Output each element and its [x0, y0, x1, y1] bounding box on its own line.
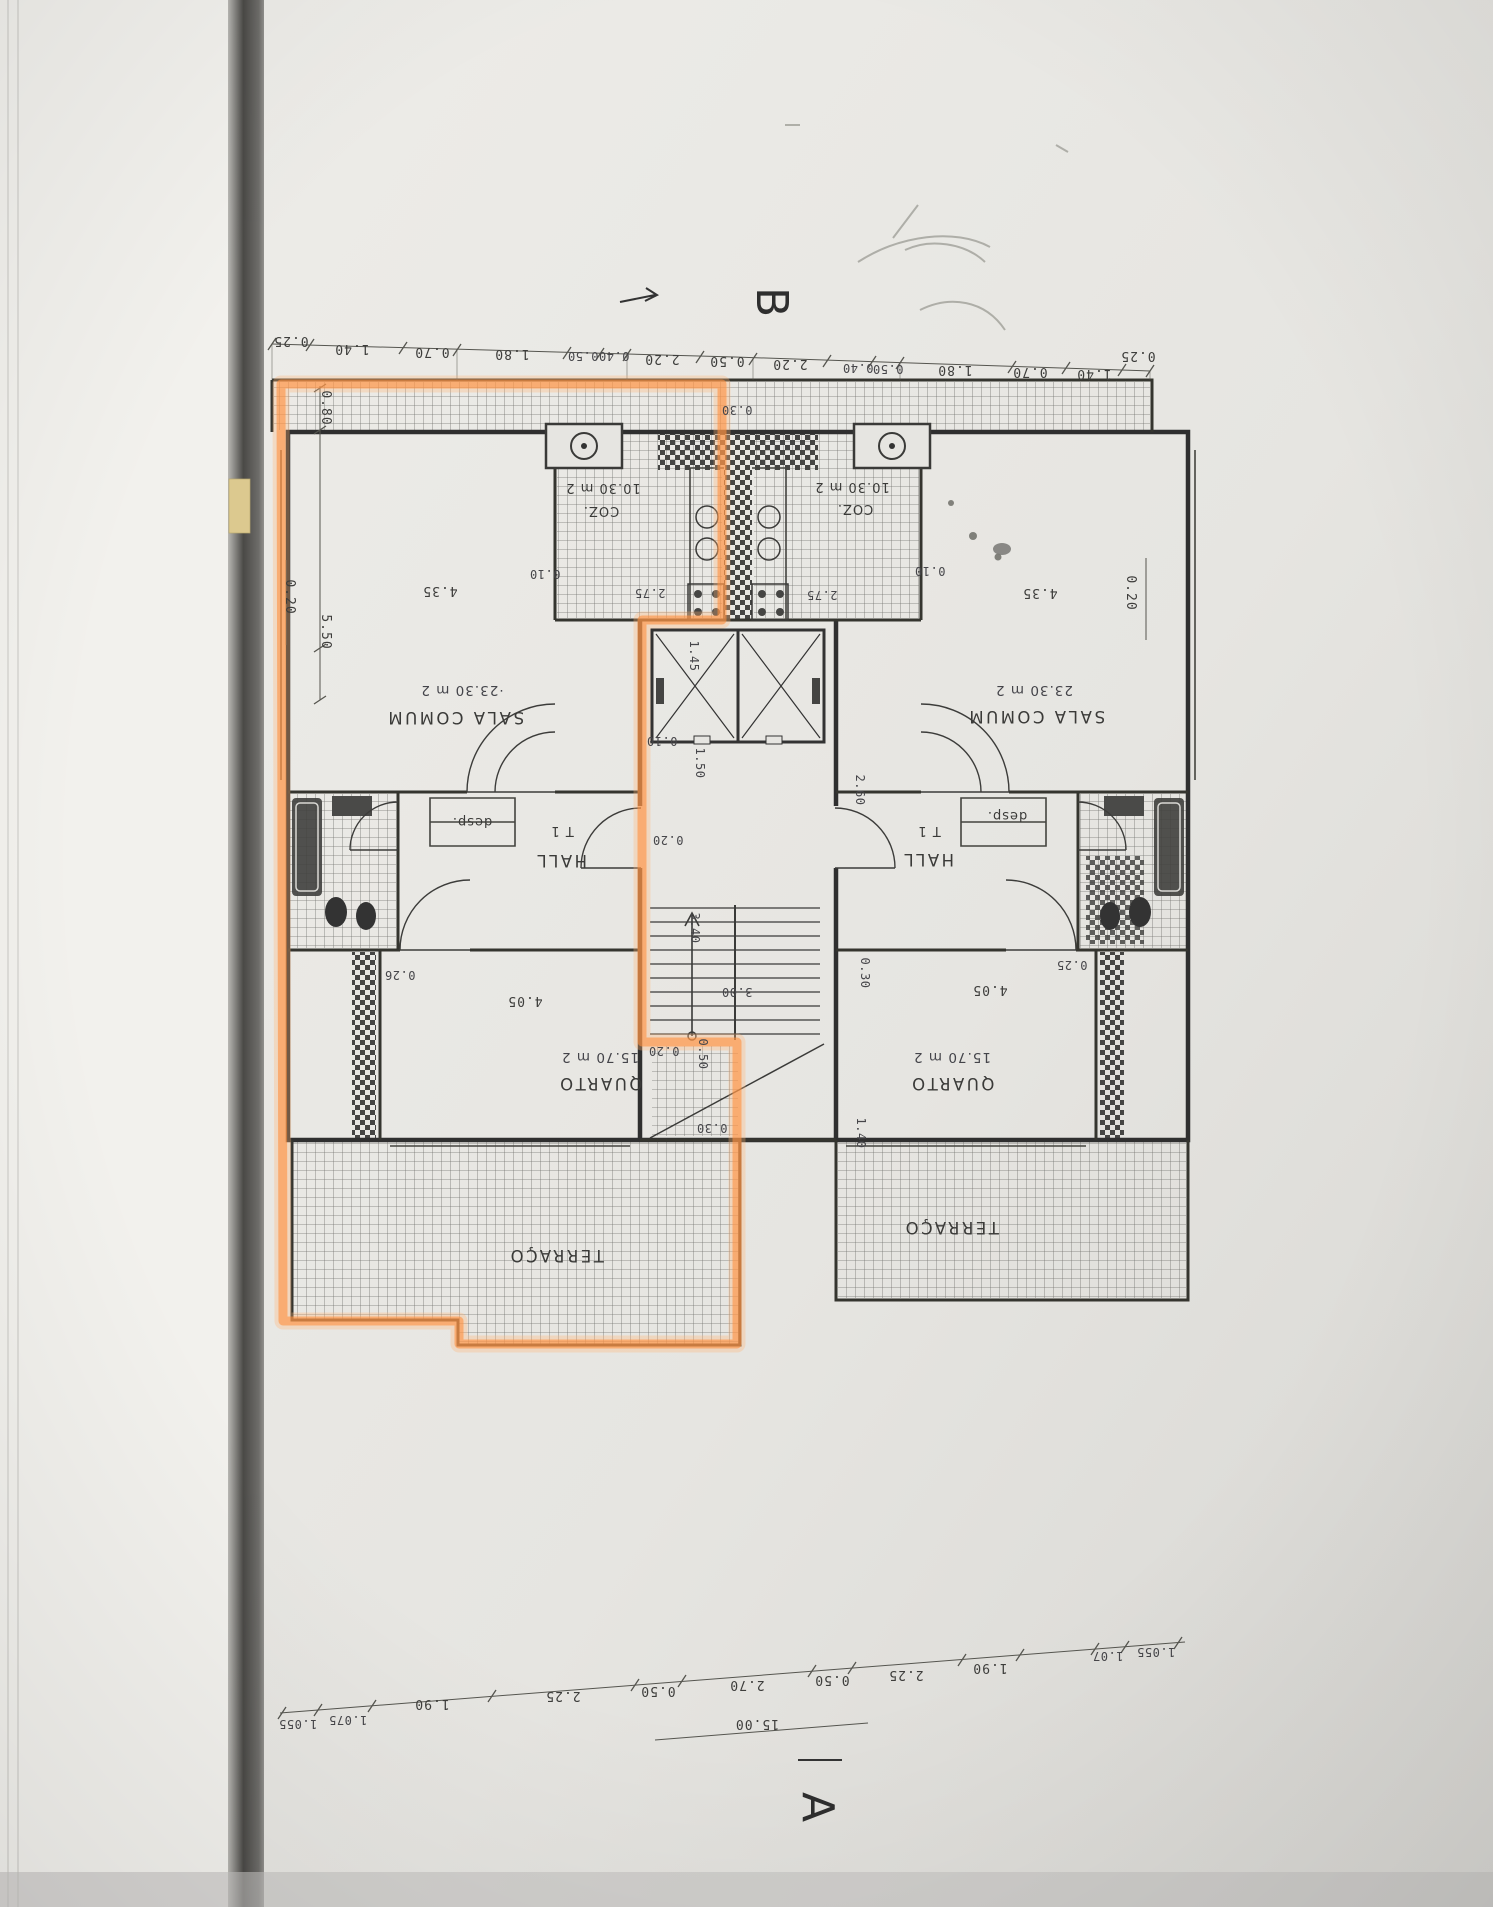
dim-label: 1.45: [687, 641, 701, 672]
dim-label: 2.25: [545, 1688, 580, 1703]
dim-label: 4.35: [1022, 585, 1057, 600]
dim-label: 0.70: [414, 344, 449, 359]
kitchen-right-tiles: [752, 432, 818, 470]
unit-type-left: T 1: [550, 823, 574, 838]
dim-label: 2.25: [888, 1667, 923, 1682]
toilet-left: [325, 897, 347, 927]
dim-label: 0.10: [647, 734, 678, 748]
dim-label: 0.40: [843, 361, 874, 375]
dim-label: 0.50: [568, 349, 599, 363]
room-area-quarto-right: 15.70 m 2: [913, 1049, 991, 1065]
dim-label: 0.50: [640, 1683, 675, 1698]
room-label-coz-right: COZ.: [837, 501, 873, 516]
dim-label: 0.25: [1120, 348, 1155, 363]
table-edge: [0, 1872, 1493, 1907]
dim-label: 1.40: [1076, 366, 1111, 381]
room-area-sala-left: ·23.30 m 2: [420, 682, 503, 698]
dim-label: 1.80: [937, 362, 972, 377]
room-label-sala-right: SALA COMUM: [967, 707, 1105, 726]
dim-label: 1.90: [972, 1660, 1007, 1675]
dim-label: 0.50: [873, 362, 904, 376]
room-label-coz-left: COZ.: [583, 503, 619, 518]
room-label-hall-right: HALL: [902, 850, 954, 869]
dim-label: 0.50: [709, 353, 744, 368]
dim-label: 1.055: [279, 1717, 318, 1731]
dim-label: 1.055: [1137, 1645, 1176, 1659]
dim-label: 2.70: [729, 1677, 764, 1692]
unit-type-right: T 1: [917, 823, 941, 838]
dim-label: 1.90: [414, 1696, 449, 1711]
wardrobe-left: [352, 952, 376, 1138]
room-label-terraco-right: TERRAÇO: [903, 1218, 1000, 1237]
dim-label: 0.30: [858, 958, 872, 989]
dim-label: 3.00: [722, 985, 753, 999]
bidet-right: [1100, 902, 1120, 930]
wardrobe-right: [1100, 952, 1124, 1138]
dim-label: 4.35: [422, 583, 457, 598]
dim-label: 2.75: [807, 588, 838, 602]
dim-label: 2.75: [635, 586, 666, 600]
dim-label: 1.07: [1093, 1649, 1124, 1663]
room-area-quarto-left: 15.70 m 2: [561, 1049, 639, 1065]
dim-label: 0.50: [696, 1039, 710, 1070]
dim-label: 0.70: [1012, 364, 1047, 379]
dim-label: 0.26: [385, 968, 416, 982]
dim-label-total: 15.00: [735, 1716, 779, 1731]
sticky-tab: [228, 478, 251, 534]
dim-label: 0.25: [273, 333, 308, 348]
room-area-coz-left: 10.30 m 2: [565, 480, 640, 495]
dim-label: 0.10: [530, 567, 561, 581]
room-area-coz-right: 10.30 m 2: [814, 479, 889, 494]
dim-label: 2.20: [772, 356, 807, 371]
room-label-desp-right: desp.: [987, 808, 1027, 823]
bidet-left: [356, 902, 376, 930]
dim-label: 0.10: [915, 564, 946, 578]
room-label-terraco-left: TERRAÇO: [508, 1246, 605, 1265]
dim-label: 2.60: [853, 775, 867, 806]
section-b-label: B: [746, 287, 797, 317]
dim-label: 0.30: [697, 1121, 728, 1135]
dim-label: 3.40: [688, 913, 702, 944]
dim-label: 0.30: [722, 403, 753, 417]
dim-label: 1.40: [334, 341, 369, 356]
dim-label: 1.50: [693, 748, 707, 779]
dim-label: 0.80: [318, 390, 333, 425]
dim-label: 5.50: [318, 614, 333, 649]
dim-label: 4.05: [507, 993, 542, 1008]
room-label-hall-left: HALL: [535, 851, 587, 870]
dim-label: 0.20: [653, 833, 684, 847]
room-label-desp-left: desp.: [452, 814, 492, 829]
dim-label: 2.20: [644, 351, 679, 366]
section-a-label: A: [792, 1792, 843, 1822]
dim-label: 1.80: [494, 346, 529, 361]
dim-label: 0.20: [1123, 575, 1138, 610]
room-label-quarto-left: QUARTO: [558, 1074, 643, 1093]
dim-label: 1.40: [854, 1118, 868, 1149]
room-label-quarto-right: QUARTO: [910, 1074, 995, 1093]
toilet-right: [1129, 897, 1151, 927]
right-terrace: [838, 1142, 1186, 1298]
dim-label: 0.25: [1057, 958, 1088, 972]
dim-label: 4.05: [972, 982, 1007, 997]
main-page: [264, 0, 1493, 1907]
dim-label: 0.50: [814, 1672, 849, 1687]
dim-label: 0.20: [282, 579, 297, 614]
sink-unit-left: [332, 796, 372, 816]
room-area-sala-right: 23.30 m 2: [995, 682, 1073, 698]
sink-unit-right: [1104, 796, 1144, 816]
dim-label: 0.20: [649, 1044, 680, 1058]
dim-label: 0.40: [599, 349, 630, 363]
room-label-sala-left: SALA COMUM: [386, 708, 524, 727]
dim-label: 1.075: [329, 1713, 368, 1727]
